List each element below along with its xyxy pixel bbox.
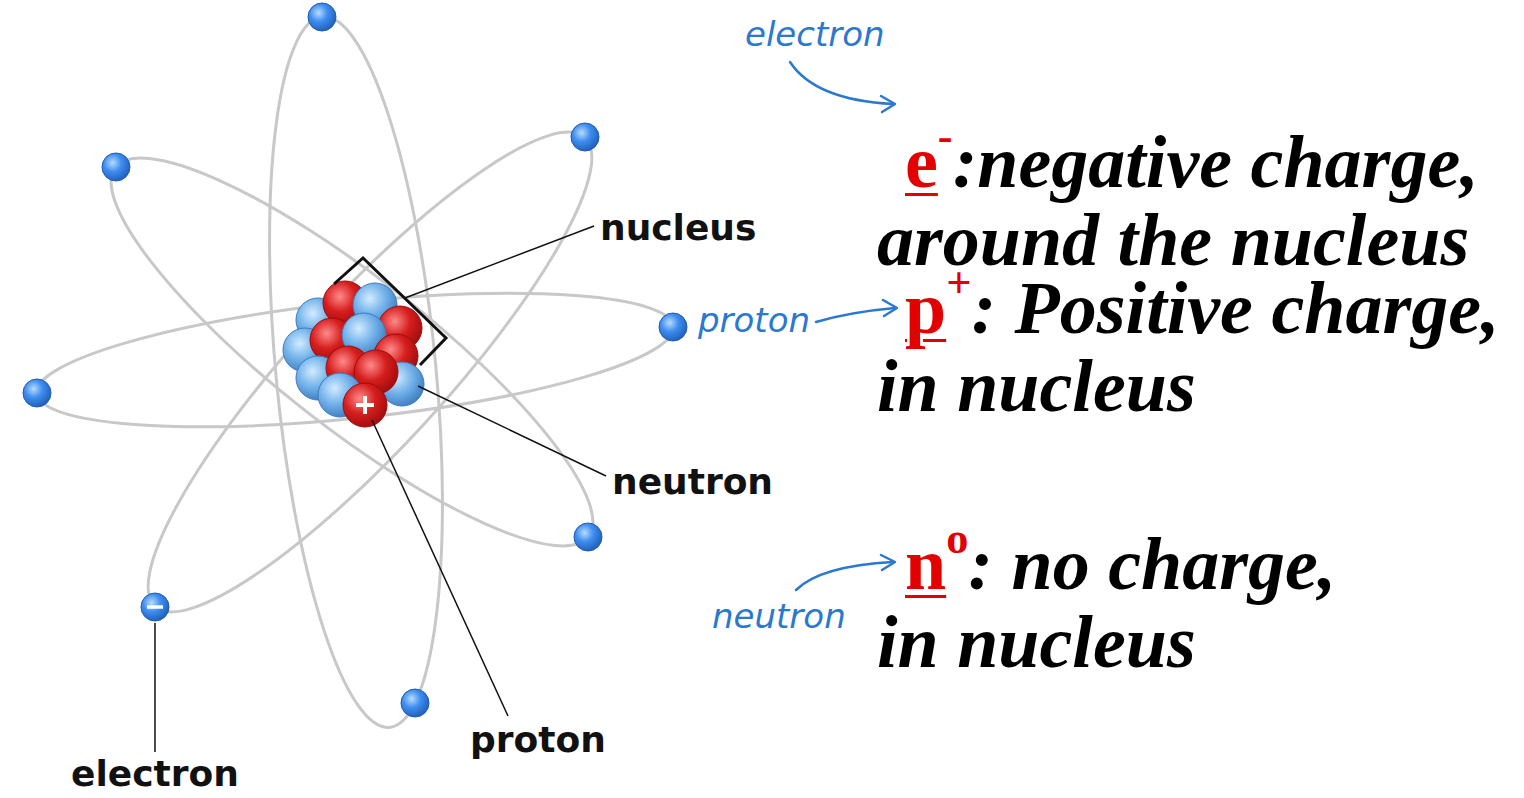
minus-sign [147, 605, 163, 609]
hand-arrow [790, 62, 893, 104]
leader-line [372, 420, 508, 716]
leader-line [418, 386, 606, 476]
electron-ball [102, 153, 130, 181]
definition-line: e-:negative charge, around the nucleus [877, 128, 1489, 274]
orbit [31, 269, 680, 451]
electron-ball [574, 523, 602, 551]
orbit [69, 108, 634, 596]
hand-arrowhead [881, 96, 895, 112]
hand-arrowhead [883, 300, 897, 316]
electron-ball [23, 379, 51, 407]
charge-superscript: + [946, 257, 971, 307]
particle-symbol: e [905, 121, 938, 203]
handwritten-note: electron [745, 14, 885, 54]
orbit [243, 9, 469, 735]
particle-description: : Positive charge, in nucleus [877, 267, 1500, 427]
electron-ball [141, 593, 169, 621]
hand-arrow [816, 308, 895, 322]
particle-symbol: p [905, 267, 946, 349]
handwritten-note: proton [698, 300, 810, 340]
particle-symbol: n [905, 523, 946, 605]
electron-ball [308, 3, 336, 31]
charge-superscript: - [938, 111, 953, 161]
plus-sign [356, 396, 374, 414]
part-label: nucleus [600, 210, 756, 246]
electron-ball [659, 313, 687, 341]
proton-ball [343, 383, 387, 427]
electron-ball [401, 689, 429, 717]
handwritten-note: neutron [712, 596, 846, 636]
leader-line [405, 226, 594, 298]
part-label: electron [71, 756, 239, 792]
definition-line: p+: Positive charge, in nucleus [877, 274, 1510, 420]
part-label: proton [470, 722, 606, 758]
orbits [31, 9, 680, 735]
electron-ball [571, 123, 599, 151]
electrons [23, 3, 687, 717]
leader-line [154, 623, 156, 752]
orbit [100, 87, 640, 657]
part-label: neutron [612, 464, 773, 500]
particle-description: :negative charge, around the nucleus [877, 121, 1479, 281]
nucleus-bracket [334, 258, 446, 365]
nucleus-cluster [283, 281, 424, 427]
hand-arrowhead [881, 555, 895, 570]
leader-lines [155, 226, 606, 752]
charge-superscript: o [946, 513, 968, 563]
hand-arrow [796, 562, 893, 590]
definition-line: no: no charge, in nucleus [877, 530, 1347, 676]
